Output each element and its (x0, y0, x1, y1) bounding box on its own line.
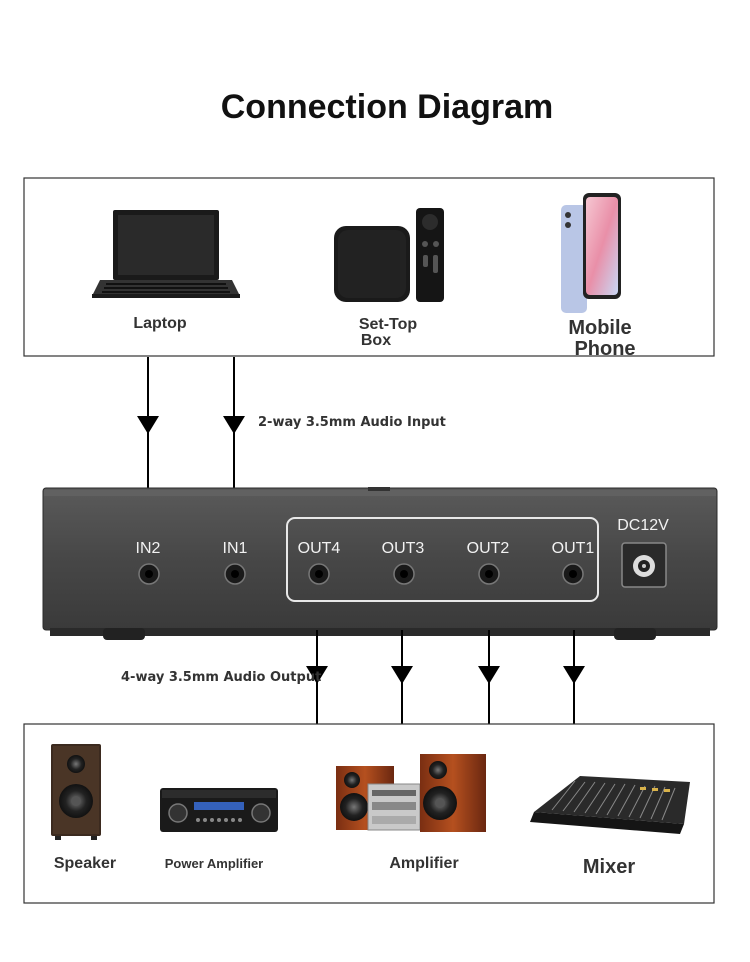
set-top-box-label-line2: Box (361, 332, 391, 349)
jack-in1 (224, 563, 246, 585)
speaker-label: Speaker (54, 855, 116, 872)
mixer-icon (530, 776, 690, 834)
audio-splitter-device (42, 487, 718, 640)
jack-out3 (393, 563, 415, 585)
page-title: Connection Diagram (221, 88, 553, 126)
amplifier-label: Amplifier (389, 855, 458, 872)
output-ports-group (286, 517, 599, 602)
output-line-out4 (306, 630, 328, 724)
power-label: DC12V (617, 517, 669, 534)
amplifier-icon (336, 754, 486, 832)
output-line-out3 (391, 630, 413, 724)
laptop-icon (92, 210, 240, 298)
dc-power-jack (621, 542, 667, 588)
speaker-icon (51, 744, 101, 840)
input-note: 2-way 3.5mm Audio Input (258, 415, 446, 430)
output-line-out2 (478, 630, 500, 724)
mobile-phone-label-line2: Phone (574, 338, 635, 360)
jack-out4 (308, 563, 330, 585)
port-label-out2: OUT2 (467, 540, 510, 557)
power-amplifier-label: Power Amplifier (165, 856, 263, 871)
jack-out1 (562, 563, 584, 585)
jack-in2 (138, 563, 160, 585)
mobile-phone-icon (561, 193, 621, 313)
mobile-phone-label-line1: Mobile (568, 317, 631, 339)
sources-frame (23, 177, 715, 357)
set-top-box-icon (334, 208, 444, 302)
output-line-out1 (563, 630, 585, 724)
port-label-in2: IN2 (136, 540, 161, 557)
port-label-out4: OUT4 (298, 540, 341, 557)
port-label-out1: OUT1 (552, 540, 595, 557)
laptop-label: Laptop (133, 315, 187, 332)
outputs-frame (23, 723, 715, 904)
input-line-in1 (223, 357, 245, 488)
power-amplifier-icon (160, 788, 278, 832)
input-line-in2 (137, 357, 159, 488)
set-top-box-label-line1: Set-Top (359, 316, 418, 333)
port-label-out3: OUT3 (382, 540, 425, 557)
jack-out2 (478, 563, 500, 585)
mixer-label: Mixer (583, 856, 635, 878)
port-label-in1: IN1 (223, 540, 248, 557)
output-note: 4-way 3.5mm Audio Output (121, 670, 321, 685)
